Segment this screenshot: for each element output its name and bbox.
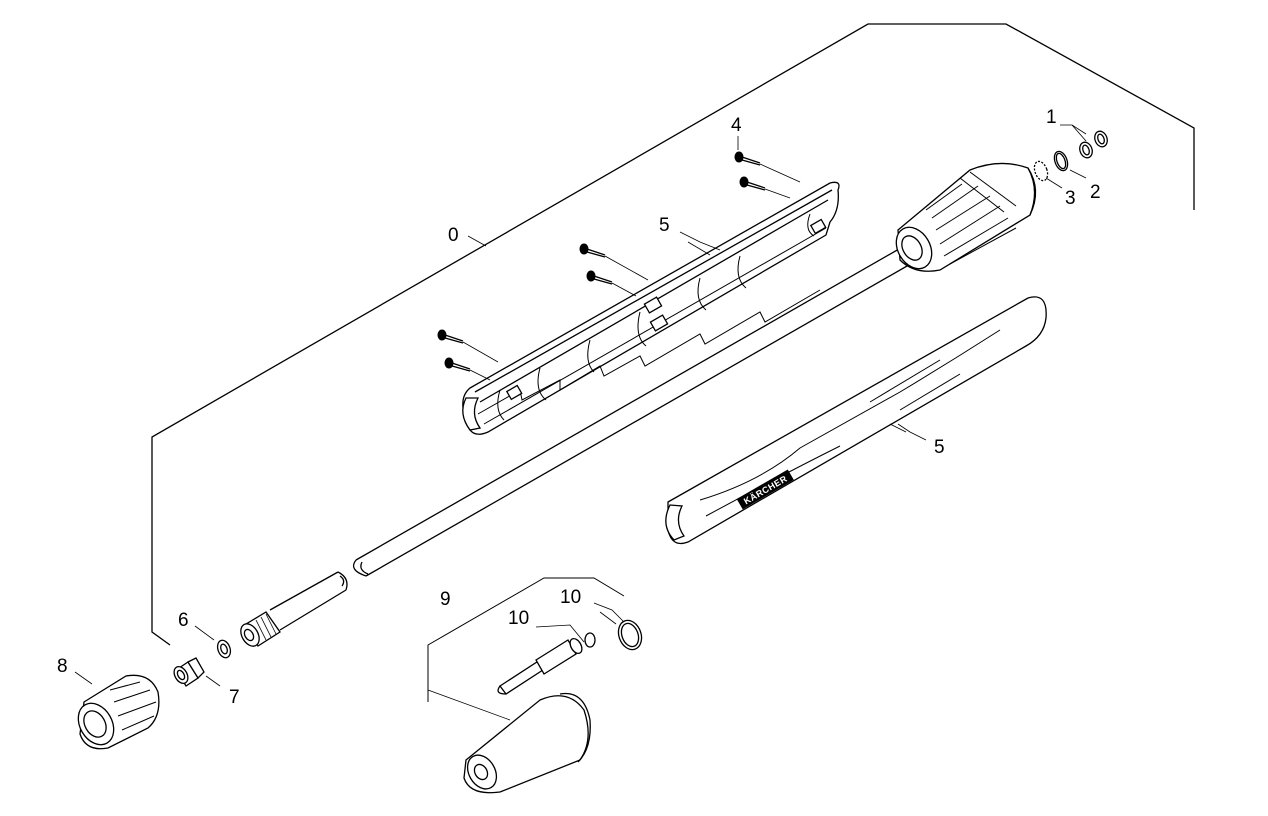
assembly-bracket bbox=[151, 23, 1195, 646]
front-tube bbox=[269, 571, 348, 631]
label-part-6: 6 bbox=[178, 610, 189, 631]
label-part-5-lower: 5 bbox=[934, 437, 945, 458]
screw bbox=[739, 176, 791, 199]
label-part-10-oring: 10 bbox=[560, 587, 581, 608]
screw bbox=[444, 357, 491, 381]
washer bbox=[216, 639, 232, 659]
screw bbox=[586, 270, 637, 297]
o-ring bbox=[617, 619, 643, 651]
handle-closed: KÄRCHER bbox=[665, 296, 1047, 545]
nozzle-bracket bbox=[427, 577, 625, 702]
leader-lines bbox=[74, 124, 1087, 687]
screws bbox=[437, 151, 801, 381]
handle-shell-open bbox=[462, 181, 840, 435]
label-part-7: 7 bbox=[229, 687, 240, 708]
label-part-1: 1 bbox=[1046, 107, 1057, 128]
threaded-nipple bbox=[240, 611, 281, 647]
rear-knurled-nut bbox=[895, 162, 1037, 272]
connector bbox=[173, 657, 205, 687]
lance-tube bbox=[352, 244, 915, 577]
screw bbox=[437, 329, 499, 363]
label-part-0: 0 bbox=[448, 225, 459, 246]
label-part-4: 4 bbox=[731, 115, 742, 136]
front-knurled-nut bbox=[77, 674, 160, 750]
washers-and-rings bbox=[1033, 130, 1108, 182]
label-part-8: 8 bbox=[57, 656, 68, 677]
label-part-5-upper: 5 bbox=[659, 215, 670, 236]
nozzle-pin bbox=[497, 632, 596, 695]
label-part-10-pin: 10 bbox=[508, 608, 529, 629]
nozzle-cone bbox=[427, 689, 591, 794]
label-part-9: 9 bbox=[440, 589, 451, 610]
screw bbox=[579, 243, 649, 281]
label-part-3: 3 bbox=[1065, 188, 1076, 209]
label-part-2: 2 bbox=[1090, 182, 1101, 203]
screw bbox=[734, 151, 801, 183]
